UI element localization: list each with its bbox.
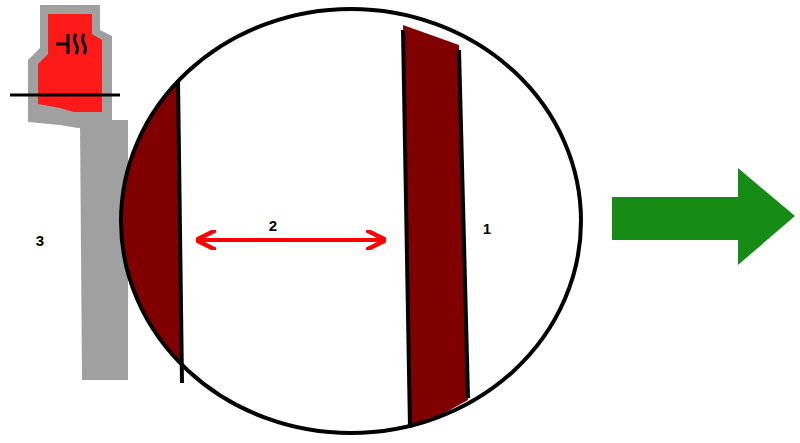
housing-symbol [56,34,86,54]
band-edge [178,80,182,383]
red-housing [38,14,102,112]
callout-number: 2 [268,218,278,233]
band-edge [403,30,410,428]
support-head [28,5,112,128]
support-pillar [80,120,128,380]
level-line [10,94,120,97]
callout-number: 3 [35,233,45,248]
distance-arrow [198,238,384,242]
circle-outline [121,9,581,433]
left-band [90,60,182,410]
band-edge [459,50,468,398]
callout-number: 1 [482,221,492,236]
right-band [403,25,468,432]
direction-arrow [612,168,795,265]
